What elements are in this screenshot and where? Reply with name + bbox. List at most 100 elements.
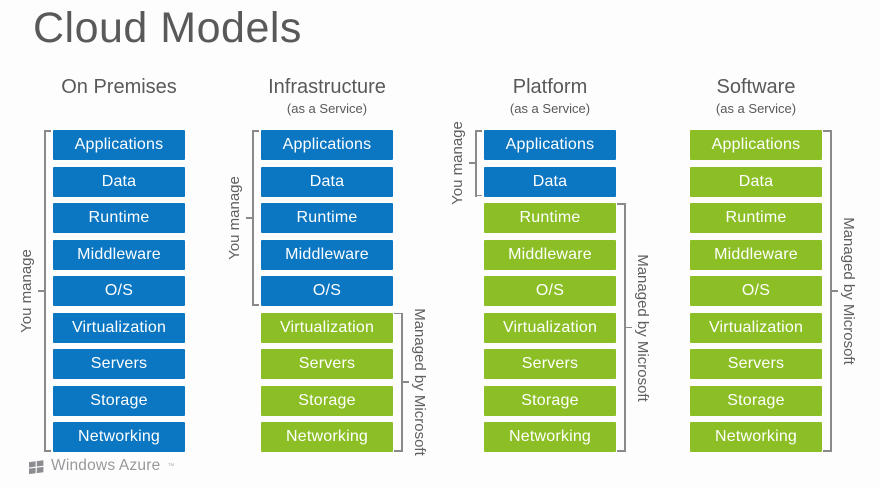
layer-label: Virtualization bbox=[71, 318, 167, 336]
layer-label: Applications bbox=[282, 136, 372, 153]
you-manage-bracket-tick bbox=[38, 290, 44, 292]
layer-label: Applications bbox=[711, 136, 801, 153]
managed-by-microsoft-bracket-tick bbox=[402, 381, 409, 384]
layer-label: Runtime bbox=[519, 209, 581, 226]
layer-label: Middleware bbox=[508, 245, 592, 263]
logo-trademark: ™ bbox=[167, 462, 175, 470]
windows-flag-icon bbox=[29, 459, 44, 474]
layer-box-servers: Servers bbox=[261, 349, 393, 379]
layer-box-o-s: O/S bbox=[484, 276, 616, 306]
layer-label: Runtime bbox=[725, 209, 787, 226]
layer-box-runtime: Runtime bbox=[484, 203, 616, 233]
you-manage-bracket-line bbox=[44, 130, 46, 452]
layer-label: Networking bbox=[77, 428, 161, 445]
layer-box-storage: Storage bbox=[690, 385, 822, 416]
layer-label: Runtime bbox=[296, 209, 358, 226]
layer-label: Servers bbox=[727, 355, 785, 372]
layer-box-runtime: Runtime bbox=[690, 203, 822, 233]
layer-label: Middleware bbox=[714, 245, 798, 263]
managed-by-microsoft-bracket-tick bbox=[625, 326, 632, 329]
layer-box-data: Data bbox=[484, 166, 616, 197]
column-title-infrastructure: Infrastructure bbox=[268, 76, 386, 98]
layer-label: Virtualization bbox=[708, 318, 804, 336]
you-manage-bracket-tick bbox=[469, 162, 475, 165]
layer-box-middleware: Middleware bbox=[484, 239, 616, 270]
layer-box-middleware: Middleware bbox=[53, 239, 185, 270]
managed-by-microsoft-bracket-bottom-stub bbox=[394, 450, 401, 452]
layer-box-servers: Servers bbox=[484, 349, 616, 379]
you-manage-bracket-top-stub bbox=[252, 130, 259, 132]
layer-label: Networking bbox=[285, 428, 369, 445]
you-manage-bracket-bottom-stub bbox=[475, 194, 482, 197]
layer-box-applications: Applications bbox=[261, 130, 393, 160]
managed-by-microsoft-bracket-tick bbox=[831, 290, 838, 292]
column-subtitle-infrastructure: (as a Service) bbox=[286, 101, 368, 116]
managed-by-microsoft-bracket-top-stub bbox=[394, 312, 401, 315]
layer-box-middleware: Middleware bbox=[690, 239, 822, 270]
layer-label: Middleware bbox=[285, 245, 369, 263]
layer-label: O/S bbox=[104, 282, 134, 299]
logo-text: Windows Azure bbox=[51, 457, 161, 474]
layer-label: Data bbox=[738, 172, 774, 190]
managed-by-microsoft-bracket-top-stub bbox=[617, 203, 624, 205]
layer-label: Applications bbox=[505, 136, 595, 153]
layer-box-applications: Applications bbox=[690, 130, 822, 160]
layer-label: Networking bbox=[714, 428, 798, 445]
layer-label: Networking bbox=[508, 428, 592, 445]
layer-label: Storage bbox=[521, 391, 579, 409]
layer-box-storage: Storage bbox=[53, 385, 185, 416]
layer-label: Servers bbox=[298, 355, 356, 372]
layer-label: Data bbox=[101, 172, 137, 190]
layer-box-networking: Networking bbox=[690, 422, 822, 452]
layer-box-o-s: O/S bbox=[690, 276, 822, 306]
layer-label: O/S bbox=[535, 282, 565, 299]
layer-label: Middleware bbox=[77, 245, 161, 263]
layer-box-o-s: O/S bbox=[261, 276, 393, 306]
layer-label: Data bbox=[309, 172, 345, 190]
managed-by-microsoft-label: Managed by Microsoft bbox=[411, 308, 428, 457]
layer-label: Runtime bbox=[88, 209, 150, 226]
layer-label: Virtualization bbox=[279, 318, 375, 336]
managed-by-microsoft-bracket-bottom-stub bbox=[823, 450, 830, 452]
column-subtitle-platform: (as a Service) bbox=[509, 101, 591, 116]
layer-label: Storage bbox=[727, 391, 785, 409]
layer-box-runtime: Runtime bbox=[53, 203, 185, 233]
managed-by-microsoft-bracket-bottom-stub bbox=[617, 450, 624, 452]
column-subtitle-software: (as a Service) bbox=[715, 101, 797, 116]
layer-label: O/S bbox=[741, 282, 771, 299]
layer-label: Data bbox=[532, 172, 568, 190]
column-title-platform: Platform bbox=[512, 76, 588, 98]
you-manage-bracket-tick bbox=[246, 217, 252, 219]
managed-by-microsoft-bracket-line bbox=[401, 312, 403, 452]
layer-label: Applications bbox=[74, 136, 164, 153]
managed-by-microsoft-label: Managed by Microsoft bbox=[634, 253, 651, 402]
you-manage-bracket-top-stub bbox=[475, 130, 482, 132]
layer-box-networking: Networking bbox=[261, 422, 393, 452]
you-manage-bracket-top-stub bbox=[44, 130, 51, 132]
layer-box-data: Data bbox=[53, 166, 185, 197]
layer-label: Servers bbox=[521, 355, 579, 372]
managed-by-microsoft-label: Managed by Microsoft bbox=[840, 217, 857, 365]
layer-box-storage: Storage bbox=[484, 385, 616, 416]
column-title-on-premises: On Premises bbox=[61, 76, 177, 98]
layer-box-runtime: Runtime bbox=[261, 203, 393, 233]
layer-box-virtualization: Virtualization bbox=[53, 312, 185, 343]
layer-box-data: Data bbox=[690, 166, 822, 197]
layer-box-virtualization: Virtualization bbox=[261, 312, 393, 343]
layer-label: Storage bbox=[298, 391, 356, 409]
you-manage-bracket-line bbox=[475, 130, 477, 197]
column-title-software: Software bbox=[716, 76, 796, 98]
managed-by-microsoft-bracket-top-stub bbox=[823, 130, 830, 132]
layer-box-applications: Applications bbox=[484, 130, 616, 160]
layer-box-servers: Servers bbox=[690, 349, 822, 379]
you-manage-bracket-bottom-stub bbox=[44, 450, 51, 452]
layer-box-networking: Networking bbox=[484, 422, 616, 452]
managed-by-microsoft-bracket-line bbox=[830, 130, 832, 452]
layer-label: O/S bbox=[312, 282, 342, 299]
layer-label: Storage bbox=[90, 391, 148, 409]
you-manage-label: You manage bbox=[226, 176, 243, 260]
layer-box-networking: Networking bbox=[53, 422, 185, 452]
layer-box-virtualization: Virtualization bbox=[690, 312, 822, 343]
layer-box-o-s: O/S bbox=[53, 276, 185, 306]
layer-box-applications: Applications bbox=[53, 130, 185, 160]
